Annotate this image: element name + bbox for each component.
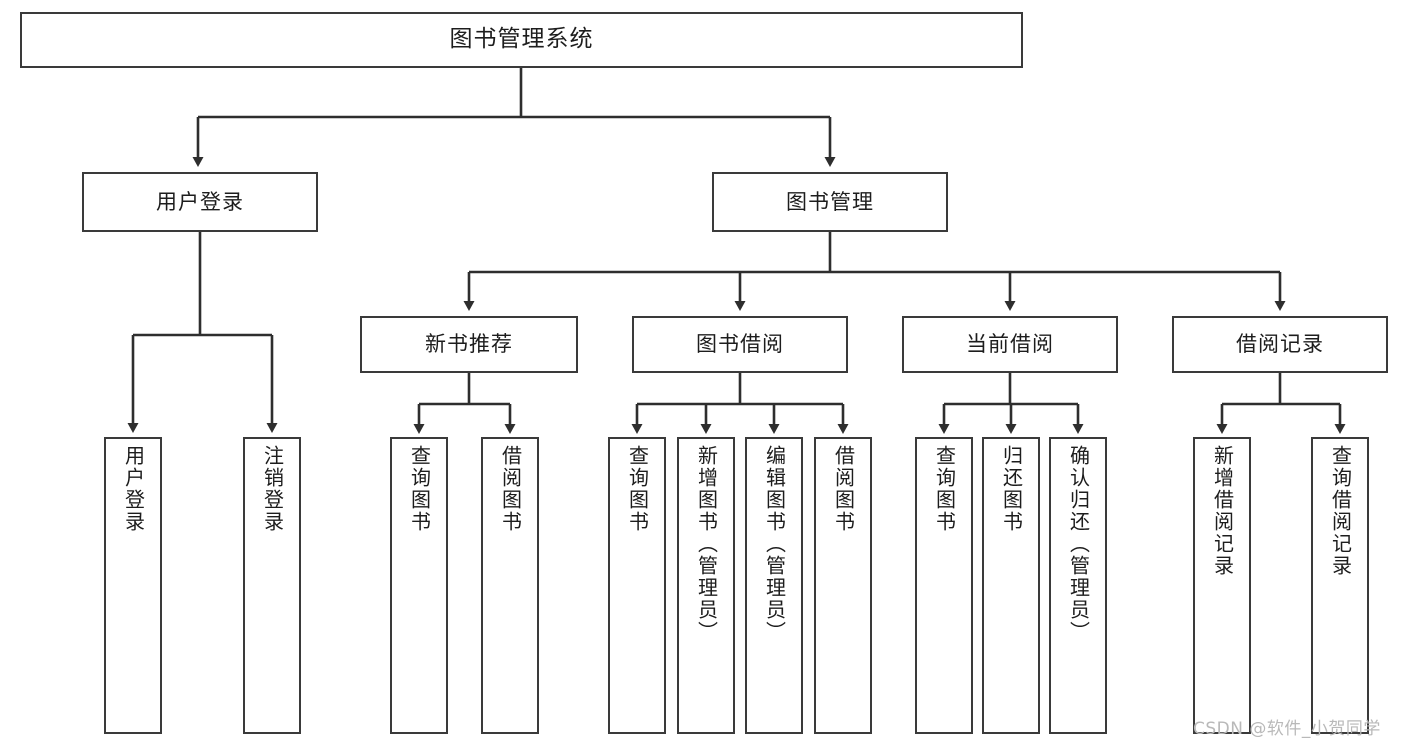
node-label: 借阅图书 [498,445,523,533]
node-label: 新书推荐 [425,332,513,357]
node-leaf-user-login[interactable]: 用户登录 [104,437,162,734]
node-label: 注销登录 [260,445,285,533]
node-label: 借阅记录 [1236,332,1324,357]
node-label: 图书管理系统 [449,26,594,53]
node-leaf-add-book-admin[interactable]: 新增图书（管理员） [677,437,735,734]
node-label: 借阅图书 [831,445,856,533]
node-label: 用户登录 [121,445,146,533]
node-label: 查询借阅记录 [1328,445,1353,577]
node-book-borrow[interactable]: 图书借阅 [632,316,848,373]
node-borrow-record[interactable]: 借阅记录 [1172,316,1388,373]
node-leaf-add-borrow-record[interactable]: 新增借阅记录 [1193,437,1251,734]
node-user-login[interactable]: 用户登录 [82,172,318,232]
node-leaf-return-book[interactable]: 归还图书 [982,437,1040,734]
node-leaf-logout[interactable]: 注销登录 [243,437,301,734]
node-label: 图书借阅 [696,332,784,357]
watermark-text: CSDN @软件_小贺同学 [1193,719,1381,739]
node-label: 用户登录 [156,189,244,214]
node-label: 新增借阅记录 [1210,445,1235,577]
node-label: 新增图书（管理员） [694,445,719,643]
node-new-book-recommend[interactable]: 新书推荐 [360,316,578,373]
node-leaf-query-borrow-record[interactable]: 查询借阅记录 [1311,437,1369,734]
node-label: 查询图书 [407,445,432,533]
node-leaf-confirm-return-admin[interactable]: 确认归还（管理员） [1049,437,1107,734]
node-label: 查询图书 [932,445,957,533]
node-leaf-edit-book-admin[interactable]: 编辑图书（管理员） [745,437,803,734]
node-current-borrow[interactable]: 当前借阅 [902,316,1118,373]
node-label: 确认归还（管理员） [1066,445,1091,643]
node-label: 当前借阅 [966,332,1054,357]
node-label: 查询图书 [625,445,650,533]
node-label: 编辑图书（管理员） [762,445,787,643]
node-root-system[interactable]: 图书管理系统 [20,12,1023,68]
node-leaf-borrow-book-recommend[interactable]: 借阅图书 [481,437,539,734]
node-label: 归还图书 [999,445,1024,533]
node-leaf-query-book-current[interactable]: 查询图书 [915,437,973,734]
node-label: 图书管理 [786,189,874,214]
node-leaf-query-book-recommend[interactable]: 查询图书 [390,437,448,734]
node-leaf-query-book[interactable]: 查询图书 [608,437,666,734]
node-leaf-borrow-book[interactable]: 借阅图书 [814,437,872,734]
node-book-management[interactable]: 图书管理 [712,172,948,232]
